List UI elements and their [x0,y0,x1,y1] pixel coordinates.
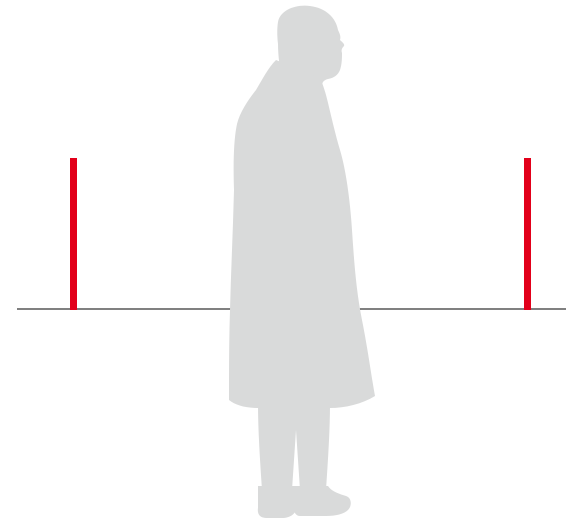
figure-shoe-back [258,486,296,518]
red-post-right [524,158,531,310]
red-post-left [70,158,77,310]
figure-legs [258,404,330,490]
standing-man-silhouette [229,6,375,518]
figure-shoe-front [294,486,351,516]
figure-coat [229,60,375,408]
